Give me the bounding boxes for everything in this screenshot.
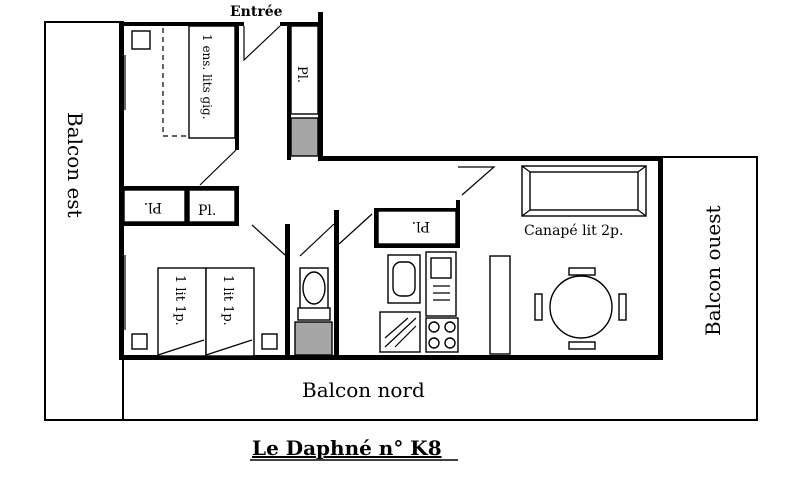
sofa-label: Canapé lit 2p. [524, 223, 623, 239]
chair [568, 341, 596, 350]
chair [568, 267, 596, 276]
balcony-east-label: Balcon est [63, 112, 87, 218]
storage-box [131, 30, 151, 50]
closet-label: Pl. [294, 66, 309, 83]
closet-label: Pl. [412, 218, 430, 234]
sofa-bed: Canapé lit 2p. [521, 165, 647, 239]
bunk-bed-label: 1 ens. lits gig. [200, 34, 214, 120]
balcony-west-label: Balcon ouest [701, 205, 725, 336]
bedroom-closets: Pl. Pl. [123, 189, 236, 223]
storage-box [261, 333, 278, 350]
balcony-north-label: Balcon nord [302, 378, 425, 402]
closet-label: Pl. [144, 199, 162, 215]
toilet [294, 267, 333, 356]
plan-caption: Le Daphné n° K8 [252, 436, 442, 460]
entrance-closet: Pl. [290, 25, 319, 157]
storage-box [131, 333, 148, 350]
windows [124, 55, 661, 358]
chair [618, 293, 627, 321]
single-beds: 1 lit 1p. 1 lit 1p. [157, 267, 255, 357]
bed-label: 1 lit 1p. [220, 275, 235, 326]
closet-label: Pl. [198, 203, 216, 219]
dining-table [534, 267, 627, 350]
kitchen-closet: Pl. [377, 210, 457, 245]
kitchenette [379, 251, 459, 353]
cabinet [489, 255, 511, 355]
bunk-bed: 1 ens. lits gig. [162, 25, 236, 139]
door-swings [199, 25, 496, 257]
entrance-label: Entrée [230, 4, 283, 20]
bed-label: 1 lit 1p. [172, 275, 187, 326]
chair [534, 293, 543, 321]
